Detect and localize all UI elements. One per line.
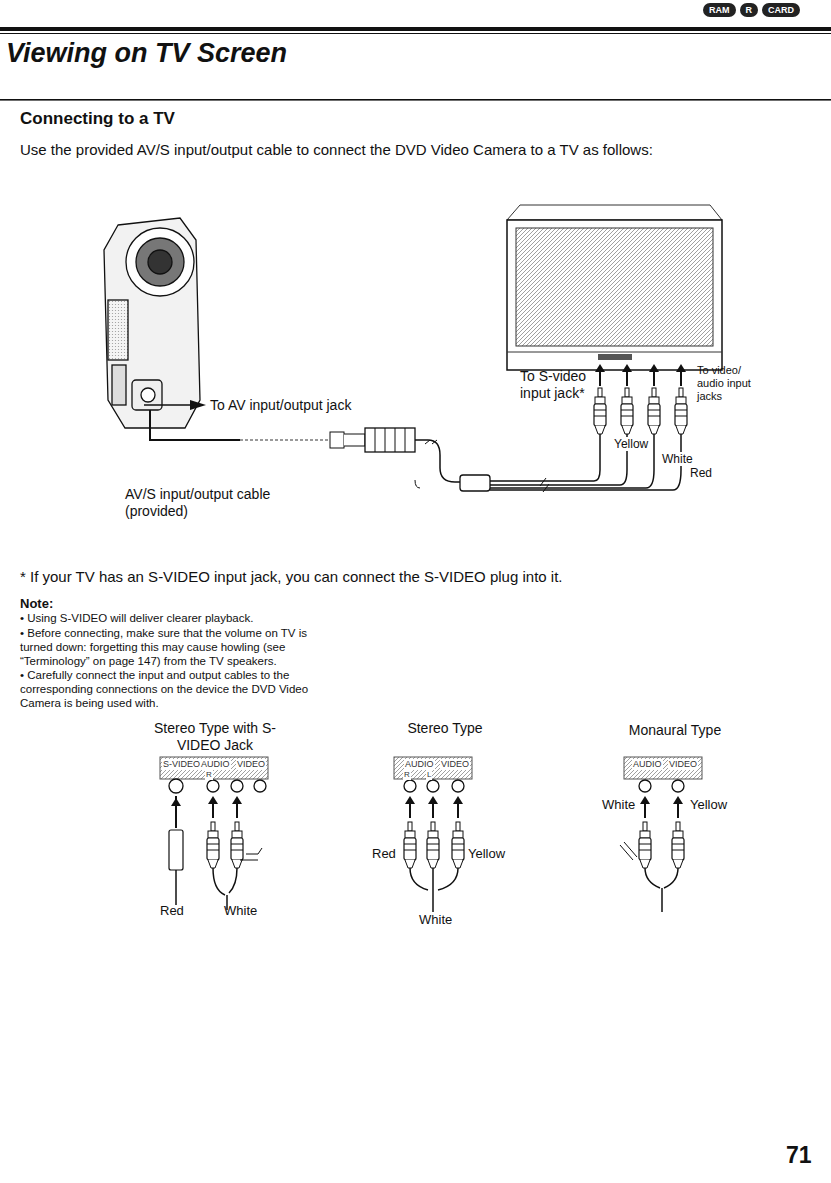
jack-name: AUDIO xyxy=(404,759,435,770)
channel-mark: R xyxy=(403,770,411,780)
channel-mark: L xyxy=(426,770,432,780)
jack-name: AUDIO xyxy=(200,759,231,770)
page-number: 71 xyxy=(786,1142,812,1170)
note-heading: Note: xyxy=(20,596,53,612)
type-heading: Stereo Type xyxy=(407,720,482,737)
callout-label: AV/S input/output cable (provided) xyxy=(125,486,315,520)
jack-name: S-VIDEO xyxy=(162,759,201,770)
callout-label: To video/ audio input jacks xyxy=(697,364,755,404)
media-badge: CARD xyxy=(762,3,800,17)
callout-label: To S-video input jack* xyxy=(520,368,600,402)
badge-text: R xyxy=(746,5,753,15)
section-heading: Connecting to a TV xyxy=(20,109,175,129)
plug-color: Yellow xyxy=(612,437,650,451)
callout-label: To AV input/output jack xyxy=(210,397,351,414)
jack-name: VIDEO xyxy=(440,759,470,770)
jack-name: VIDEO xyxy=(236,759,266,770)
plug-color: Red xyxy=(160,903,184,919)
jack-name: VIDEO xyxy=(668,759,698,770)
plug-color: Yellow xyxy=(468,846,505,862)
plug-color: Red xyxy=(688,466,714,480)
plug-color: White xyxy=(660,452,695,466)
media-badge: R xyxy=(740,3,759,17)
plug-color: White xyxy=(602,797,635,813)
intro-text: Use the provided AV/S input/output cable… xyxy=(20,141,820,159)
plug-color: White xyxy=(224,903,257,919)
footnote: * If your TV has an S-VIDEO input jack, … xyxy=(20,568,820,586)
type-heading: Monaural Type xyxy=(629,722,721,739)
type-heading: Stereo Type with S-VIDEO Jack xyxy=(140,720,290,754)
badge-text: RAM xyxy=(709,5,730,15)
jack-name: AUDIO xyxy=(632,759,663,770)
note-item: • Carefully connect the input and output… xyxy=(20,669,330,710)
page-title: Viewing on TV Screen xyxy=(6,38,287,69)
channel-mark: R xyxy=(205,770,213,780)
plug-color: Yellow xyxy=(690,797,727,813)
note-item: • Before connecting, make sure that the … xyxy=(20,627,330,668)
note-item: • Using S-VIDEO will deliver clearer pla… xyxy=(20,612,330,626)
plug-color: Red xyxy=(372,846,396,862)
media-badge: RAM xyxy=(703,3,736,17)
badge-text: CARD xyxy=(768,5,794,15)
plug-color: White xyxy=(419,912,452,928)
